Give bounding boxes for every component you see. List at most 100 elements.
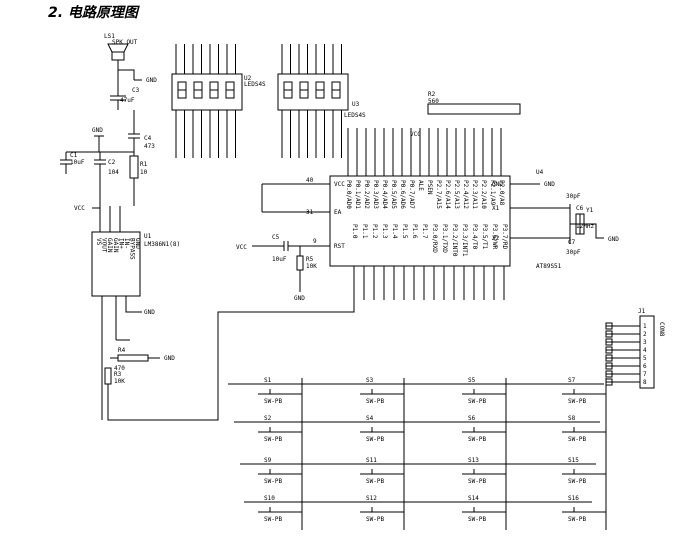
- u3-frame: [277, 73, 349, 111]
- switch-ref: S13: [468, 457, 479, 464]
- c7-value: 30pF: [566, 249, 581, 256]
- switch-symbol: [346, 501, 404, 513]
- switch-name: SW-PB: [264, 398, 282, 405]
- gnd-label-u1: GND: [144, 309, 155, 316]
- u4-top-pin-label: P2.5/A13: [453, 180, 460, 209]
- u4-bottom-pin-label: P1.0: [351, 224, 358, 239]
- u4-top-pin-label: P2.1/A9: [489, 180, 496, 206]
- speaker-cone: [107, 43, 129, 53]
- switch-ref: S14: [468, 495, 479, 502]
- u4-bottom-pin-label: P3.4/T0: [471, 224, 478, 250]
- j1-pad: [605, 346, 613, 354]
- switch-name: SW-PB: [366, 516, 384, 523]
- gnd-label-u4: GND: [544, 181, 555, 188]
- switch-name: SW-PB: [468, 436, 486, 443]
- c5-ref: C5: [272, 234, 280, 241]
- u4-left-pin-label: VCC: [334, 181, 345, 188]
- switch-ref: S6: [468, 415, 476, 422]
- crystal-value: 12MHz: [576, 223, 594, 230]
- u3-name: LEDS4S: [344, 112, 366, 119]
- pin9-num: 9: [313, 238, 317, 245]
- u1-pin-label: VOUT: [101, 238, 108, 253]
- u4-top-pin-label: P2.2/A10: [480, 180, 487, 209]
- u2-digit: [209, 81, 219, 99]
- switch-symbol: [448, 383, 506, 395]
- u4-bottom-pin-label: P1.5: [401, 224, 408, 239]
- u1-pin-label: VS: [95, 238, 102, 246]
- switch-name: SW-PB: [568, 436, 586, 443]
- speaker-ref: LS1: [104, 33, 115, 40]
- r1-ref: R1: [140, 161, 148, 168]
- c1-value: 10uF: [70, 159, 85, 166]
- switch-ref: S5: [468, 377, 476, 384]
- u4-bottom-pin-label: P3.5/T1: [481, 224, 488, 250]
- c1-ref: C1: [70, 152, 78, 159]
- switch-symbol: [548, 463, 606, 475]
- u4-bottom-pin-label: P1.3: [381, 224, 388, 239]
- u4-bottom-pin-label: P1.4: [391, 224, 398, 239]
- switch-name: SW-PB: [366, 398, 384, 405]
- u2-frame: [171, 73, 243, 111]
- speaker-name: SPK OUT: [112, 39, 138, 46]
- j1-pad: [605, 370, 613, 378]
- section-heading: 2. 电路原理图: [48, 5, 138, 21]
- c6-ref: C6: [576, 205, 584, 212]
- switch-symbol: [244, 383, 302, 395]
- j1-pad: [605, 354, 613, 362]
- vcc-label-u1: VCC: [74, 205, 85, 212]
- u4-bottom-pin-label: P3.3/INT1: [461, 224, 468, 257]
- c2-symbol: [94, 152, 106, 206]
- switch-symbol: [448, 463, 506, 475]
- vcc-ea-wire: [261, 183, 330, 213]
- c3-ref: C3: [132, 87, 140, 94]
- u4-top-pin-label: P0.7/AD7: [408, 180, 415, 209]
- speaker-body: [111, 51, 125, 61]
- u4-top-pin-label: P2.4/A12: [462, 180, 469, 209]
- j1-pin-number: 7: [643, 371, 647, 378]
- u4-right-pin-label: GND: [492, 181, 503, 188]
- j1-pad: [605, 338, 613, 346]
- u2-ref: U2: [244, 75, 252, 82]
- r5-ref: R5: [306, 256, 314, 263]
- switch-name: SW-PB: [468, 478, 486, 485]
- u4-ref: U4: [536, 169, 544, 176]
- j1-pin-number: 8: [643, 379, 647, 386]
- switch-ref: S16: [568, 495, 579, 502]
- r5-value: 10K: [306, 263, 317, 270]
- switch-symbol: [448, 501, 506, 513]
- switch-symbol: [548, 383, 606, 395]
- crystal-ref: Y1: [586, 207, 594, 214]
- u1-ref: U1: [144, 233, 152, 240]
- u4-top-pin-label: P2.7/A15: [435, 180, 442, 209]
- keypad-matrix: S1SW-PBS3SW-PBS5SW-PBS7SW-PBS2SW-PBS4SW-…: [228, 377, 607, 530]
- gnd-bus-top: [66, 135, 134, 153]
- u2-name: LEDS4S: [244, 81, 266, 88]
- switch-ref: S12: [366, 495, 377, 502]
- u4-name: AT89S51: [536, 263, 562, 270]
- gnd-label-xtal: GND: [608, 236, 619, 243]
- switch-ref: S15: [568, 457, 579, 464]
- gnd-label-c1: GND: [92, 127, 103, 134]
- u4-top-pin-label: P0.5/AD5: [390, 180, 397, 209]
- switch-ref: S1: [264, 377, 272, 384]
- u4-top-pin-label: P0.2/AD2: [363, 180, 370, 209]
- u2-digit: [177, 81, 187, 99]
- c2-ref: C2: [108, 159, 116, 166]
- switch-symbol: [244, 421, 302, 433]
- u1-top-wires: [92, 206, 121, 232]
- switch-ref: S3: [366, 377, 374, 384]
- c4-value: 473: [144, 143, 155, 150]
- j1-ref: J1: [638, 308, 646, 315]
- c3-value: 47uF: [120, 97, 135, 104]
- u2-digit: [225, 81, 235, 99]
- c4-symbol: [128, 110, 140, 152]
- pin40-num: 40: [306, 177, 314, 184]
- u4-top-pin-label: P2.0/A8: [498, 180, 505, 206]
- switch-symbol: [244, 463, 302, 475]
- c3-symbol: [110, 84, 126, 110]
- rp-value: 560: [428, 98, 439, 105]
- switch-symbol: [448, 421, 506, 433]
